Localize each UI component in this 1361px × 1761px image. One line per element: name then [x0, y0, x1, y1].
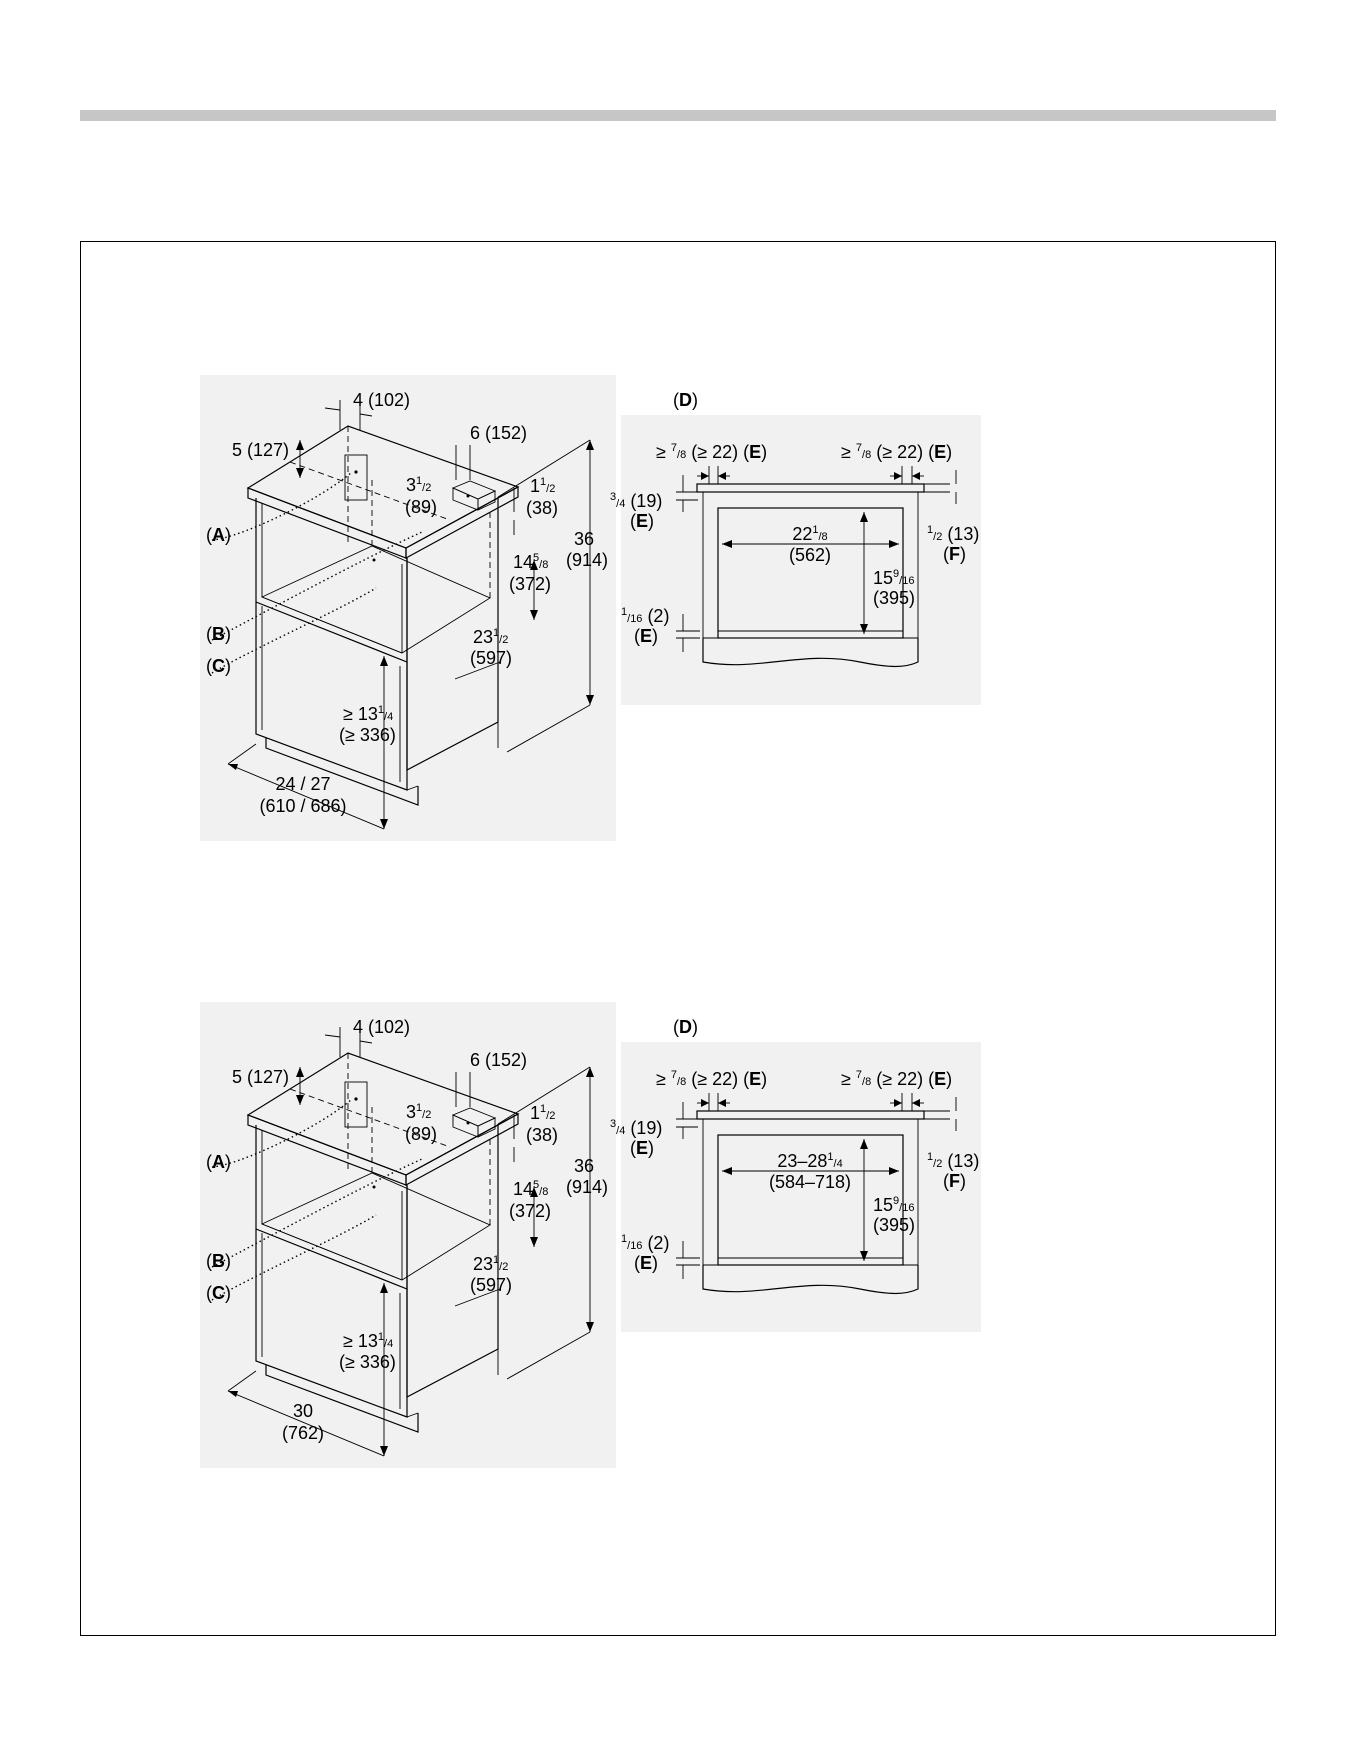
leader-a: [211, 471, 353, 541]
dim-opening-height-mm: (372): [509, 574, 551, 594]
detail-section-drawing: [676, 1093, 957, 1295]
detail-panel-bg: [621, 1042, 981, 1332]
dim-inner-width-mm: (562): [789, 545, 831, 565]
dim-inner-height: 159/16: [873, 568, 914, 588]
installation-figure-top: 4 (102) 5 (127) 6 (152) 31/2 (89) 11/2 (…: [200, 375, 981, 841]
label-e-bottom: (E): [634, 626, 658, 646]
dim-total-height-mm: (914): [566, 550, 608, 570]
dim-top-thickness: 3/4 (19): [610, 1118, 662, 1138]
callout-a: (A): [206, 525, 231, 545]
dim-floor-height-mm: (≥ 336): [339, 725, 396, 745]
dim-inner-width-mm: (584–718): [769, 1172, 851, 1192]
dim-opening-height: 145/8: [513, 552, 548, 572]
dim-depth-mm: (597): [470, 648, 512, 668]
dim-right-clearance: ≥ 7/8 (≥ 22) (E): [841, 442, 952, 462]
dim-inner-height: 159/16: [873, 1195, 914, 1215]
dim-outlet-height: 11/2: [530, 476, 555, 496]
label-f: (F): [943, 544, 966, 564]
installation-figure-bottom: 4 (102) 5 (127) 6 (152) 31/2 (89) 11/2 (…: [0, 627, 1361, 1527]
cabinet-drawing: [211, 400, 594, 830]
label-e-bottom: (E): [634, 1253, 658, 1273]
dim-opening-height-mm: (372): [509, 1201, 551, 1221]
dim-left-clearance: ≥ 7/8 (≥ 22) (E): [656, 1069, 767, 1089]
detail-callout-d: (D): [673, 390, 698, 410]
leader-a: [211, 1098, 353, 1168]
dim-outlet-height-mm: (38): [526, 498, 558, 518]
dim-bottom-gap: 1/16 (2): [621, 1233, 669, 1253]
dim-outlet-left: 31/2: [406, 1102, 431, 1122]
detail-panel-bg: [621, 415, 981, 705]
dim-outlet-box: 6 (152): [470, 1050, 527, 1070]
leader-c: [211, 1214, 377, 1301]
dim-top-width: 4 (102): [353, 390, 410, 410]
dim-depth-mm: (597): [470, 1275, 512, 1295]
dim-outlet-left: 31/2: [406, 475, 431, 495]
cabinet-panel-bg: [200, 375, 616, 841]
header-rule: [80, 110, 1276, 121]
dim-cabinet-width-mm: (762): [282, 1423, 324, 1443]
dim-cabinet-width-mm: (610 / 686): [259, 796, 346, 816]
callout-c: (C): [206, 1283, 231, 1303]
dim-opening-height: 145/8: [513, 1179, 548, 1199]
dim-total-height: 36: [574, 1156, 594, 1176]
label-e-top: (E): [630, 1138, 654, 1158]
cabinet-drawing: [211, 1027, 594, 1457]
detail-callout-d: (D): [673, 1017, 698, 1037]
leader-c: [211, 587, 377, 674]
dim-cabinet-width: 24 / 27: [275, 774, 330, 794]
leader-b: [211, 531, 423, 641]
callout-c: (C): [206, 656, 231, 676]
dim-floor-height: ≥ 131/4: [343, 1331, 393, 1351]
dim-cabinet-width: 30: [293, 1401, 313, 1421]
dim-top-width: 4 (102): [353, 1017, 410, 1037]
dim-right-gap: 1/2 (13): [927, 524, 979, 544]
dim-total-height: 36: [574, 529, 594, 549]
dim-outlet-left-mm: (89): [405, 1124, 437, 1144]
dim-outlet-box: 6 (152): [470, 423, 527, 443]
dim-outlet-left-mm: (89): [405, 497, 437, 517]
dim-inner-width: 23–281/4: [777, 1151, 842, 1171]
dim-floor-height-mm: (≥ 336): [339, 1352, 396, 1372]
callout-b: (B): [206, 624, 231, 644]
dim-top-offset: 5 (127): [232, 440, 289, 460]
cabinet-panel-bg: [200, 1002, 616, 1468]
dim-top-thickness: 3/4 (19): [610, 491, 662, 511]
label-f: (F): [943, 1171, 966, 1191]
dim-top-offset: 5 (127): [232, 1067, 289, 1087]
leader-b: [211, 1158, 423, 1268]
dim-inner-height-mm: (395): [873, 1215, 915, 1235]
detail-section-drawing: [676, 466, 957, 668]
dim-depth: 231/2: [473, 1254, 508, 1274]
dim-depth: 231/2: [473, 627, 508, 647]
dim-outlet-height: 11/2: [530, 1103, 555, 1123]
dim-floor-height: ≥ 131/4: [343, 704, 393, 724]
dim-bottom-gap: 1/16 (2): [621, 606, 669, 626]
dim-left-clearance: ≥ 7/8 (≥ 22) (E): [656, 442, 767, 462]
dim-inner-width: 221/8: [792, 524, 827, 544]
dim-total-height-mm: (914): [566, 1177, 608, 1197]
dim-outlet-height-mm: (38): [526, 1125, 558, 1145]
figure-frame: [80, 241, 1276, 1636]
dim-right-gap: 1/2 (13): [927, 1151, 979, 1171]
dim-right-clearance: ≥ 7/8 (≥ 22) (E): [841, 1069, 952, 1089]
dim-inner-height-mm: (395): [873, 588, 915, 608]
callout-a: (A): [206, 1152, 231, 1172]
callout-b: (B): [206, 1251, 231, 1271]
label-e-top: (E): [630, 511, 654, 531]
